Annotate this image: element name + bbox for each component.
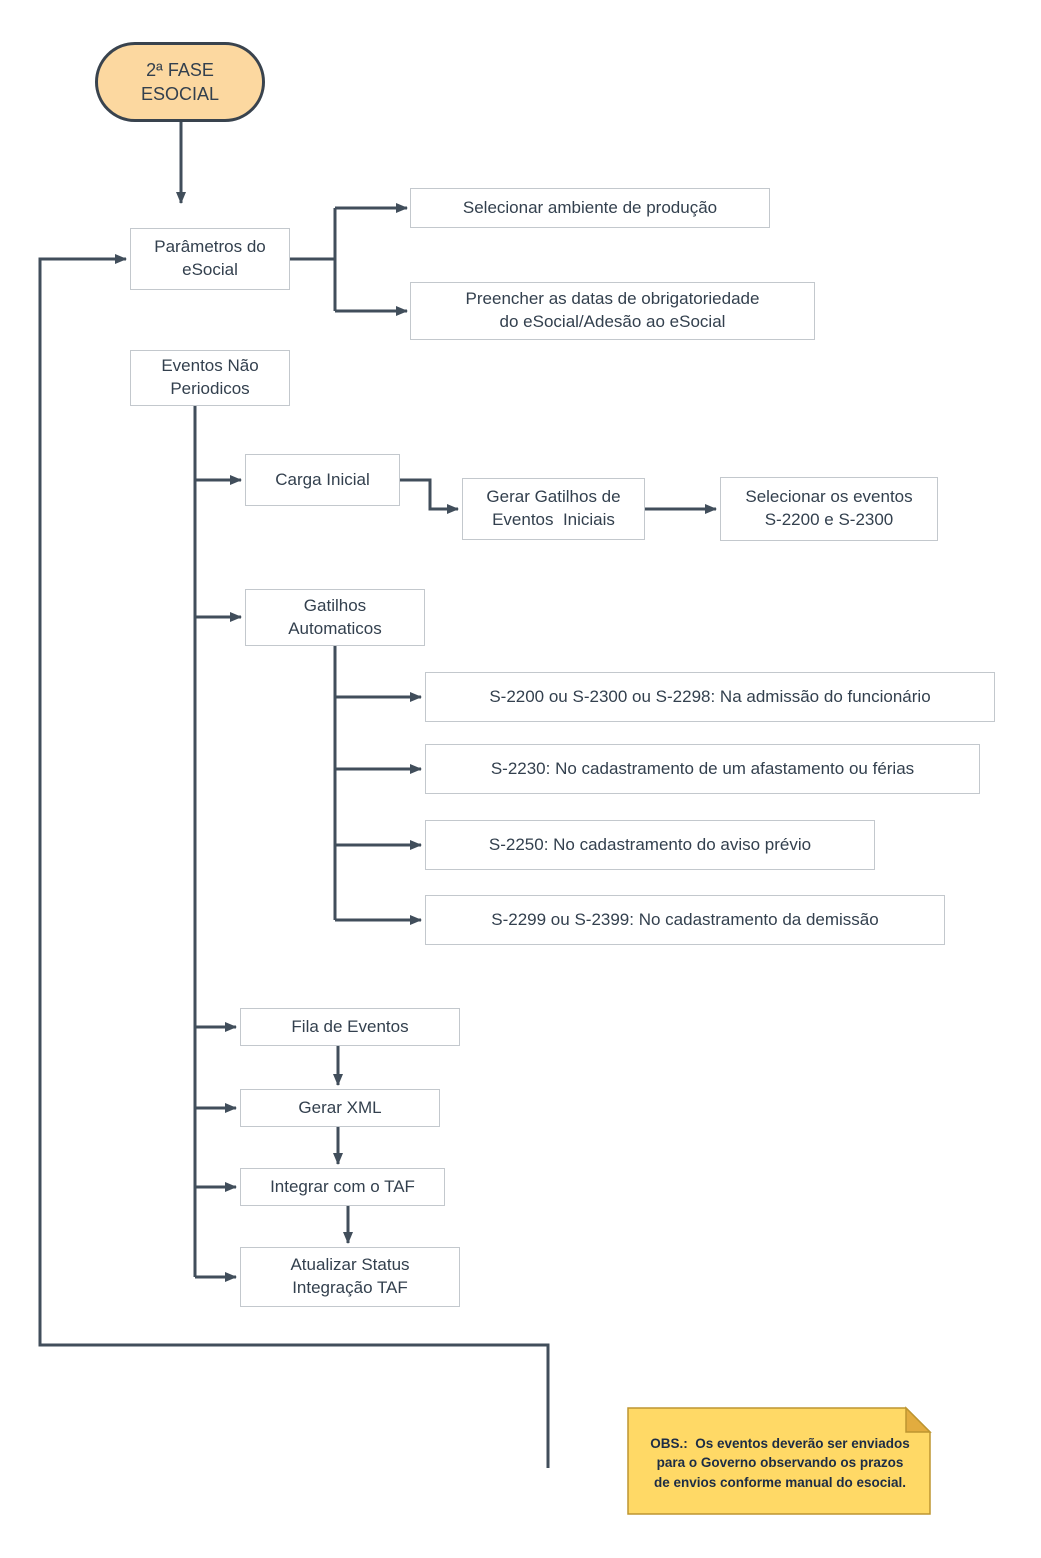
node-gerar-gatilhos: Gerar Gatilhos de Eventos Iniciais — [462, 478, 645, 540]
note-obs-text: OBS.: Os eventos deverão ser enviados pa… — [650, 1435, 910, 1490]
node-fila-de-eventos: Fila de Eventos — [240, 1008, 460, 1046]
node-gerar-xml: Gerar XML — [240, 1089, 440, 1127]
node-selecionar-eventos: Selecionar os eventos S-2200 e S-2300 — [720, 477, 938, 541]
connector-parametros-branch — [290, 208, 337, 311]
node-carga-inicial: Carga Inicial — [245, 454, 400, 506]
node-s2230-afastamento: S-2230: No cadastramento de um afastamen… — [425, 744, 980, 794]
node-s2250-aviso-previo: S-2250: No cadastramento do aviso prévio — [425, 820, 875, 870]
connector-carga-to-gerar-gatilhos — [400, 478, 459, 514]
node-parametros-esocial: Parâmetros do eSocial — [130, 228, 290, 290]
node-integrar-taf: Integrar com o TAF — [240, 1168, 445, 1206]
node-preencher-datas: Preencher as datas de obrigatoriedade do… — [410, 282, 815, 340]
node-selecionar-ambiente: Selecionar ambiente de produção — [410, 188, 770, 228]
node-gatilhos-automaticos: Gatilhos Automaticos — [245, 589, 425, 646]
node-s2299-demissao: S-2299 ou S-2399: No cadastramento da de… — [425, 895, 945, 945]
node-atualizar-status: Atualizar Status Integração TAF — [240, 1247, 460, 1307]
node-start-2a-fase-esocial: 2ª FASE ESOCIAL — [95, 42, 265, 122]
node-eventos-nao-periodicos: Eventos Não Periodicos — [130, 350, 290, 406]
node-s2200-admissao: S-2200 ou S-2300 ou S-2298: Na admissão … — [425, 672, 995, 722]
